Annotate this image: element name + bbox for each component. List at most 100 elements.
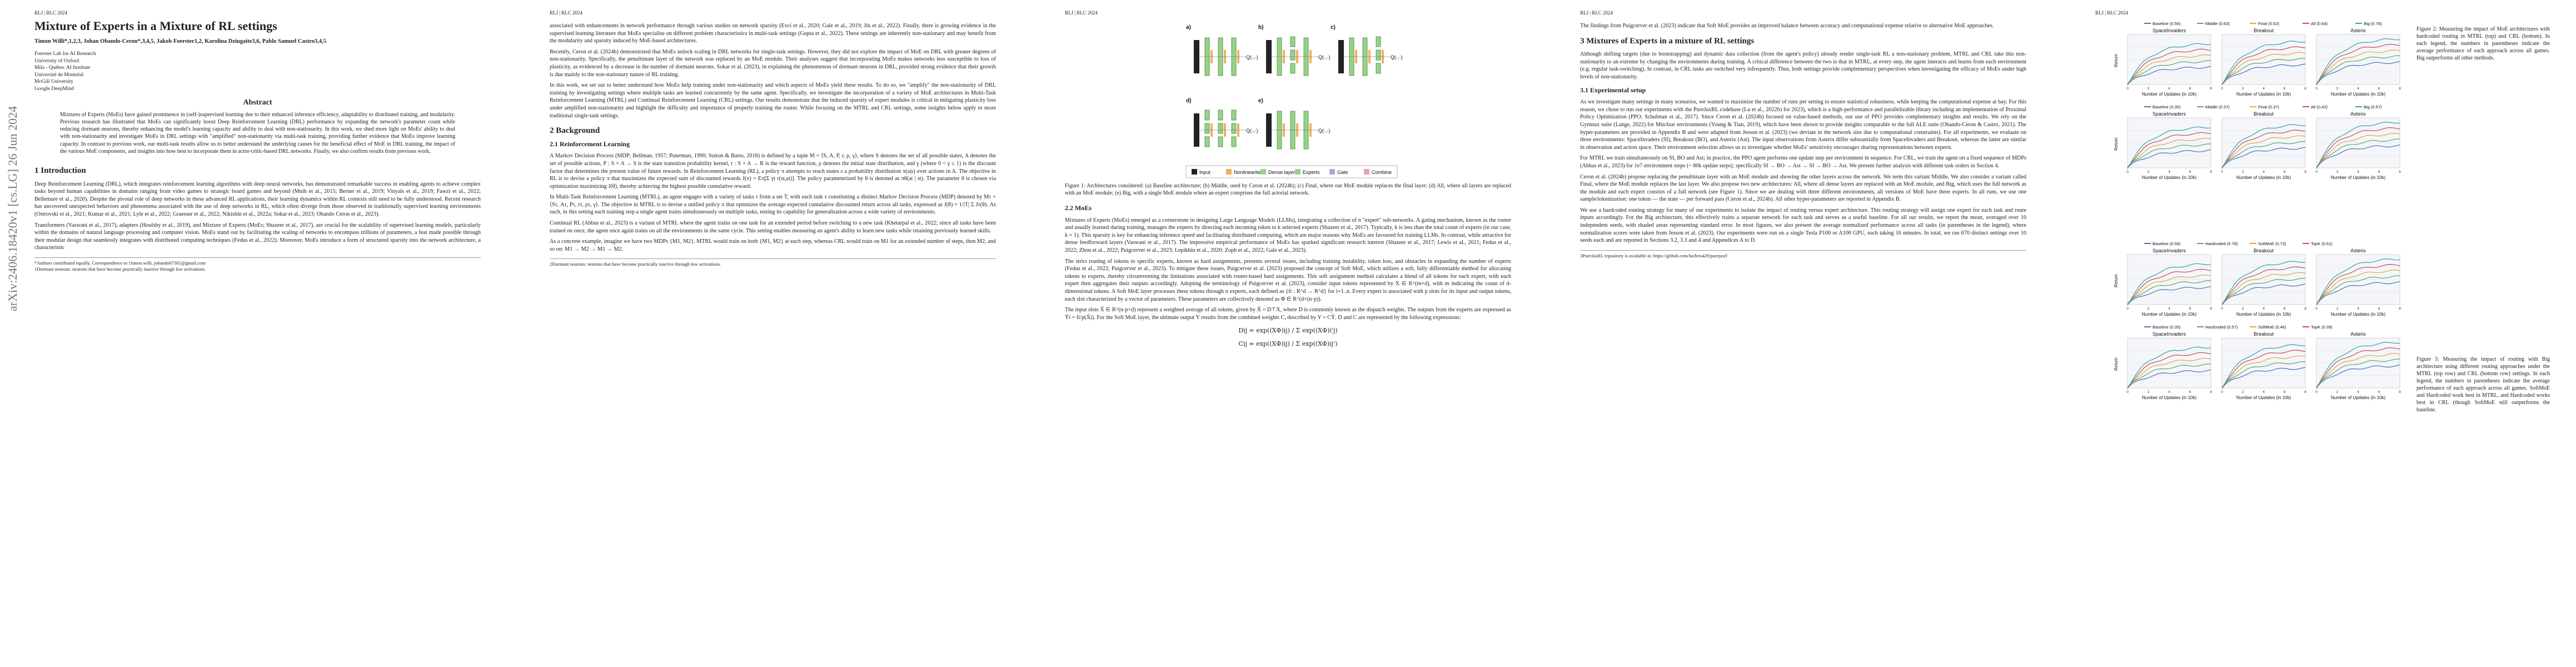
affiliation: Foerster Lab for AI Research [34,51,96,57]
series-line [2221,135,2306,167]
legend-entry: SoftMoE (0.46) [2258,325,2286,330]
y-axis-label: Return [2114,137,2119,151]
input-block [1266,113,1272,147]
x-tick-label: 4 [2168,390,2170,394]
series-line [2127,137,2211,167]
affiliation: Mila - Québec AI Institute [34,65,91,71]
subplot-title: Breakout [2254,331,2274,337]
series-line [2127,280,2211,304]
x-axis-label: Number of Updates (in 10k) [2236,92,2291,97]
series-line [2221,141,2305,167]
legend-gate: Gate [1337,170,1348,175]
x-tick-label: 2 [2242,87,2244,91]
footnote: 1Dormant neurons: neurons that have beco… [34,266,206,272]
q-value-label: Q(·,·) [1318,54,1331,60]
paper-page-5: RLJ | RLC 2024 Baseline (0.56)Middle (0.… [2061,0,2576,667]
legend-gate-swatch [1329,169,1335,175]
subsection-heading: 3.1 Experimental setup [1580,86,1646,94]
series-line [2316,133,2400,167]
series-line [2127,286,2211,305]
x-tick-label: 6 [2284,390,2286,394]
subplot-title: Asterix [2350,248,2366,253]
x-tick-label: 0 [2221,307,2223,311]
x-tick-label: 6 [2284,87,2286,91]
series-line [2221,283,2306,305]
abstract-heading: Abstract [243,98,272,107]
series-line [2127,263,2211,306]
x-tick-label: 6 [2189,390,2191,394]
x-tick-label: 0 [2126,170,2129,174]
expert-block [1204,109,1210,121]
paragraph: Ceron et al. (2024b) propose replacing t… [1580,173,2026,203]
series-line [2221,124,2306,169]
series-line [2127,357,2211,387]
series-line [2127,149,2211,168]
x-tick-label: 0 [2221,87,2223,91]
results-figure-architectures: Baseline (0.56)Middle (0.63)Final (0.62)… [2114,21,2401,180]
legend-entry: Hardcoded (0.57) [2205,325,2238,330]
subplot-title: Breakout [2254,248,2274,253]
x-tick-label: 2 [2242,307,2244,311]
series-line [2127,43,2211,86]
affiliation-list: Foerster Lab for AI Research University … [34,51,481,92]
legend-box [1185,165,1398,178]
y-axis-label: Return [2114,54,2119,67]
running-header: RLJ | RLC 2024 [2095,10,2129,16]
subplot-title: Asterix [2350,111,2366,117]
expert-block [1290,49,1296,61]
series-line [2316,353,2400,387]
series-line [2127,48,2211,85]
series-line [2127,346,2211,389]
legend-entry: Final (0.62) [2258,21,2279,26]
x-tick-label: 8 [2304,390,2306,394]
running-header: RLJ | RLC 2024 [550,10,583,16]
input-block [1266,40,1272,73]
series-line [2316,55,2400,84]
legend-input-swatch [1192,169,1197,175]
paper-page-4: RLJ | RLC 2024 The findings from Puigcer… [1546,0,2061,667]
legend-entry: Middle (0.63) [2205,21,2230,26]
series-line [2316,347,2400,389]
x-axis-label: Number of Updates (in 10k) [2236,395,2291,400]
expert-block [1376,63,1381,74]
footnote: *Authors contributed equally. Correspond… [34,260,206,266]
x-tick-label: 4 [2357,307,2359,311]
legend-entry: SoftMoE (0.73) [2258,241,2286,246]
section-heading: 1 Introduction [34,166,86,175]
legend-entry: TopK (0.39) [2311,325,2333,330]
subsection-heading: 2.1 Reinforcement Learning [550,140,630,148]
legend-dense-layer-swatch [1260,169,1266,175]
results-figure-routing: Baseline (0.56)Hardcoded (0.78)SoftMoE (… [2114,241,2401,400]
x-tick-label: 0 [2315,170,2318,174]
paragraph: We use a hardcoded routing strategy for … [1580,207,2026,244]
expert-block [1376,36,1381,47]
architecture-figure: a)Q(·,·)b)Q(·,·)c)Q(·,·)d)Q(·,·)e)Q(·,·)… [1185,24,1403,178]
paragraph: The findings from Puigcerver et al. (202… [1580,23,1994,29]
x-tick-label: 0 [2126,307,2129,311]
series-line [2127,274,2211,304]
paper-title: Mixture of Experts in a Mixture of RL se… [34,19,277,33]
expert-block [1231,136,1237,147]
x-tick-label: 2 [2336,170,2339,174]
legend-combine: Combine [1372,170,1392,175]
series-line [2127,268,2211,305]
legend-entry: All (0.64) [2311,21,2328,26]
q-value-label: Q(·,·) [1318,128,1331,133]
running-header: RLJ | RLC 2024 [34,10,68,16]
x-tick-label: 2 [2148,307,2150,311]
q-value-label: Q(·,·) [1246,128,1258,133]
series-line [2316,61,2400,85]
expert-block [1218,123,1223,134]
x-tick-label: 4 [2357,87,2359,91]
series-line [2127,132,2211,168]
x-tick-label: 8 [2210,390,2212,394]
paper-page-1: RLJ | RLC 2024 arXiv:2406.18420v1 [cs.LG… [0,0,515,667]
footnote: 3PureJaxRL repository is available at: h… [1580,250,2026,259]
paragraph: Although shifting targets (due to bootst… [1580,51,2026,80]
expert-block [1376,49,1381,61]
subplot-title: Breakout [2254,28,2274,33]
x-tick-label: 2 [2148,390,2150,394]
series-line [2127,143,2211,167]
x-tick-label: 0 [2315,390,2318,394]
series-line [2221,46,2306,85]
